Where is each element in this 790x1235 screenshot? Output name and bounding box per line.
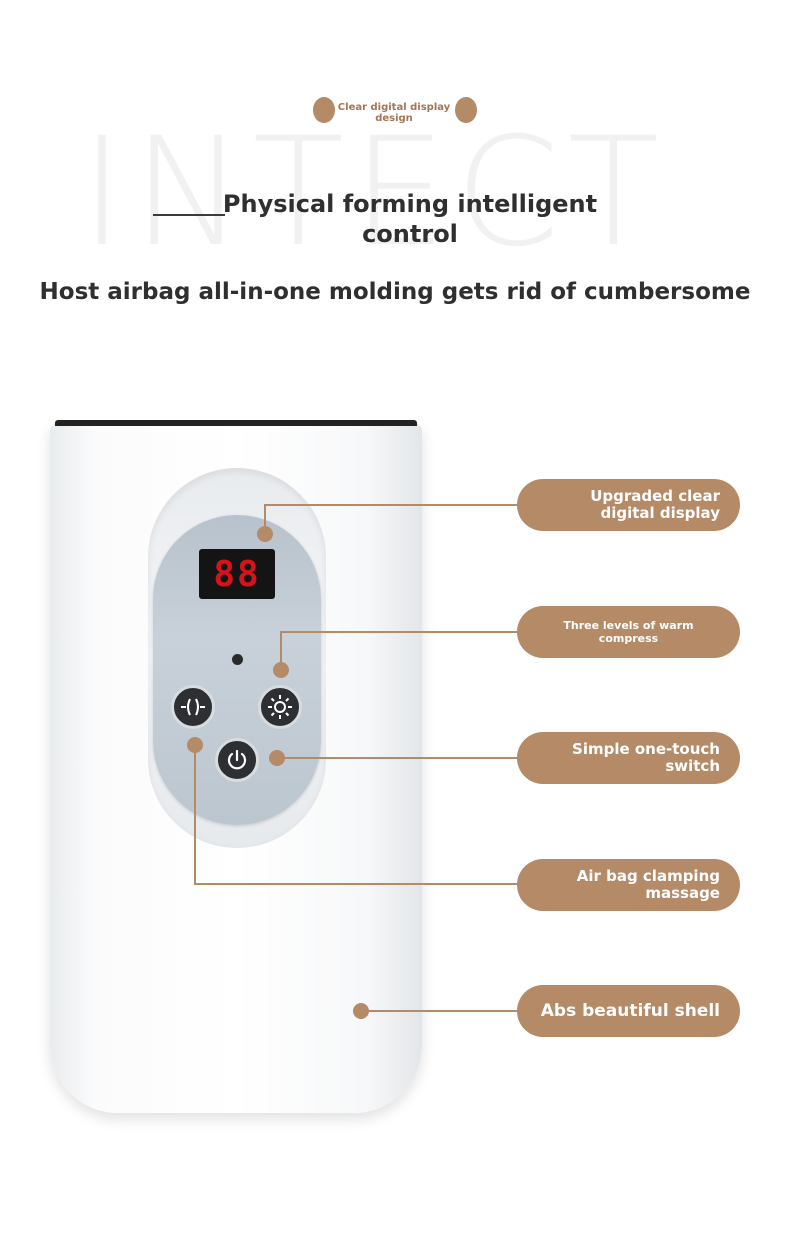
warmth-sun-icon <box>268 695 292 719</box>
power-icon <box>227 749 247 770</box>
callout-dot-display <box>257 526 273 542</box>
tag-dot-right <box>455 97 477 123</box>
massage-clamp-icon <box>181 698 205 716</box>
page-title: Physical forming intelligent control <box>222 190 598 248</box>
callout-dot-shell <box>353 1003 369 1019</box>
callout-dot-warmth <box>273 662 289 678</box>
callout-label: Upgraded clear digital display <box>590 487 720 522</box>
callout-label: Air bag clamping massage <box>576 867 720 902</box>
background-watermark-word: INTECT <box>80 106 668 280</box>
callout-label: Three levels of warm compress <box>563 619 694 645</box>
warmth-button[interactable] <box>258 685 302 729</box>
device-top-edge <box>55 420 417 426</box>
callout-pill-shell: Abs beautiful shell <box>517 985 740 1037</box>
callout-label: Abs beautiful shell <box>540 1001 720 1021</box>
callout-line-switch-h <box>283 757 518 759</box>
callout-line-warmth-v <box>280 631 282 664</box>
callout-line-shell-h <box>369 1010 518 1012</box>
callout-pill-switch: Simple one-touch switch <box>517 732 740 784</box>
callout-dot-airbag <box>187 737 203 753</box>
callout-label: Simple one-touch switch <box>572 740 720 775</box>
callout-line-warmth-h <box>280 631 518 633</box>
tag-text: Clear digital display design <box>337 102 451 124</box>
power-button[interactable] <box>215 738 259 782</box>
page-subtitle: Host airbag all-in-one molding gets rid … <box>39 279 751 305</box>
callout-dot-switch <box>269 750 285 766</box>
callout-line-airbag-h <box>194 883 518 885</box>
title-underline-decoration <box>153 214 225 216</box>
callout-pill-warmth: Three levels of warm compress <box>517 606 740 658</box>
callout-line-display-h <box>264 504 518 506</box>
display-digits: 88 <box>213 553 261 595</box>
callout-line-display-v <box>264 504 266 528</box>
callout-pill-airbag: Air bag clamping massage <box>517 859 740 911</box>
callout-line-airbag-v <box>194 750 196 885</box>
indicator-sensor <box>232 654 243 665</box>
tag-dot-left <box>313 97 335 123</box>
massage-button[interactable] <box>171 685 215 729</box>
digital-display: 88 <box>199 549 275 599</box>
callout-pill-display: Upgraded clear digital display <box>517 479 740 531</box>
